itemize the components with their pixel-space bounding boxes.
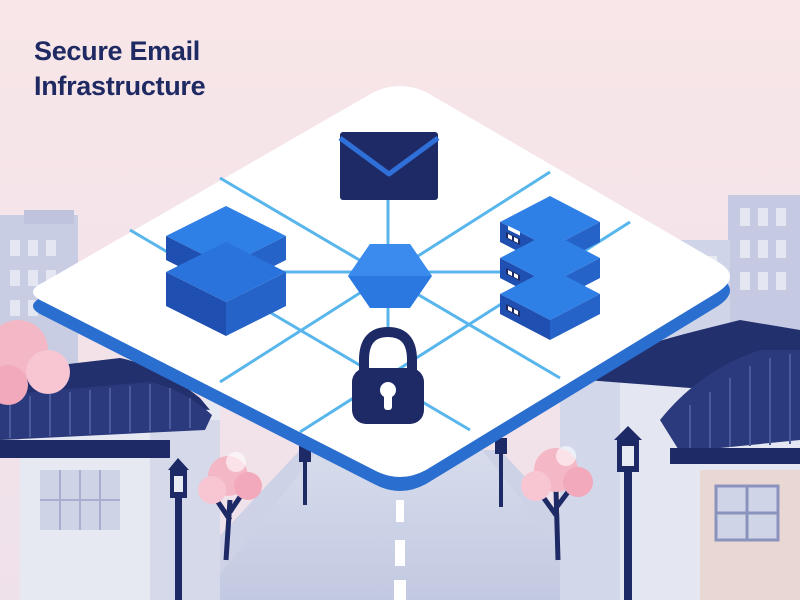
server-rack-icon (500, 196, 600, 340)
blossom-tree-left (198, 452, 262, 561)
title-line-2: Infrastructure (34, 71, 206, 101)
street-lamp-left (168, 458, 189, 600)
right-hanok-building (560, 320, 800, 600)
padlock-icon (352, 326, 424, 424)
hexagon-hub-icon (348, 244, 432, 308)
title-line-1: Secure Email (34, 36, 200, 66)
left-blossom-bush (0, 320, 70, 405)
street-lamp-right (614, 426, 642, 600)
database-icon (166, 206, 286, 336)
page-title: Secure Email Infrastructure (34, 34, 206, 104)
street-lamp-mid-right (495, 438, 507, 507)
blossom-tree-right (521, 446, 593, 561)
envelope-icon (338, 132, 440, 200)
